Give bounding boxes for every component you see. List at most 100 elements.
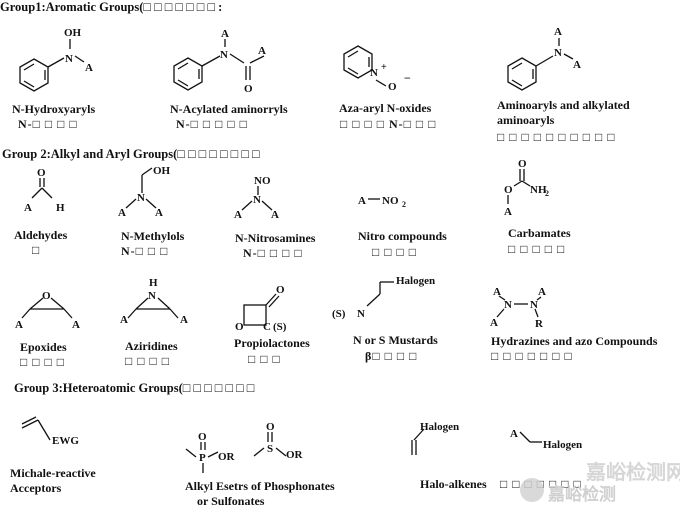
halo-alkenes-label: Halo-alkenes: [420, 477, 487, 491]
oxygen-atom: O: [42, 290, 51, 302]
aminoaryls-label: Aminoaryls and alkylated: [497, 98, 630, 112]
a-group-label: A: [24, 202, 32, 214]
hydrogen-atom: H: [149, 277, 158, 289]
nitro-compounds-label: Nitro compounds: [358, 229, 447, 243]
a-group-label: A: [504, 206, 512, 218]
propiolactones-label: Propiolactones: [234, 336, 310, 350]
aminoaryls-translation: □ □ □ □ □ □ □ □ □ □: [497, 130, 616, 144]
subscript-2: 2: [402, 200, 406, 209]
watermark-logo-icon: [520, 478, 544, 502]
ewg-label: EWG: [52, 435, 79, 447]
sulfur-option: (S): [273, 321, 287, 333]
a-group-label: A: [573, 59, 581, 71]
nitrogen-atom: N: [554, 47, 562, 59]
nitrogen-atom: N: [530, 299, 538, 311]
watermark-text: 嘉峪检测网: [586, 460, 680, 484]
n-nitrosamines-label: N-Nitrosamines: [235, 231, 316, 245]
oxygen-atom: O: [244, 83, 253, 95]
aziridines-label: Aziridines: [125, 339, 178, 353]
alkyl-esters-label-line2: or Sulfonates: [197, 494, 265, 508]
phosphorus-atom: P: [199, 452, 206, 464]
a-group-label: A: [15, 319, 23, 331]
michael-acceptors-label-line2: Acceptors: [10, 481, 62, 495]
n-nitrosamines-translation: N-□ □ □ □: [243, 246, 303, 260]
a-group-label: A: [85, 62, 93, 74]
hydroxyl-label: OH: [153, 165, 171, 177]
negative-charge: −: [404, 71, 411, 85]
ester-oxygen-label: OR: [286, 449, 304, 461]
aminoaryls-label-line2: aminoaryls: [497, 113, 555, 127]
pyridine-nitrogen: N: [370, 67, 378, 79]
group3-heading: Group 3:Heteroatomic Groups(□ □ □ □ □ □ …: [14, 381, 255, 395]
a-group-label: A: [538, 286, 546, 298]
a-group-label: A: [120, 314, 128, 326]
a-group-label: A: [358, 195, 366, 207]
n-methylols-label: N-Methylols: [121, 229, 185, 243]
mustards-translation: β□ □ □ □: [365, 349, 418, 363]
alkyl-esters-label: Alkyl Esetrs of Phosphonates: [185, 479, 335, 493]
ester-oxygen-label: OR: [218, 451, 236, 463]
nitrogen-atom: N: [148, 290, 156, 302]
carbon-atom: C: [263, 321, 271, 333]
hydrogen-atom: H: [56, 202, 65, 214]
propiolactones-translation: □ □ □: [248, 352, 281, 366]
n-methylols-translation: N-□ □ □: [121, 244, 169, 258]
a-group-label: A: [271, 209, 279, 221]
nitrogen-atom: N: [253, 194, 261, 206]
aziridines-translation: □ □ □ □: [125, 354, 170, 368]
hydroxyl-label: OH: [64, 27, 82, 39]
oxygen-atom: O: [266, 421, 275, 433]
carbamates-label: Carbamates: [508, 226, 571, 240]
epoxides-label: Epoxides: [20, 340, 67, 354]
oxygen-atom: O: [198, 431, 207, 443]
nitrogen-atom: N: [65, 53, 73, 65]
sulfur-atom: S: [267, 443, 273, 455]
halogen-label: Halogen: [396, 275, 435, 287]
halogen-label: Halogen: [420, 421, 459, 433]
a-group-label: A: [118, 207, 126, 219]
nitrogen-atom: N: [220, 49, 228, 61]
group2-heading: Group 2:Alkyl and Aryl Groups(□ □ □ □ □ …: [2, 147, 260, 161]
nitroso-label: NO: [254, 175, 271, 187]
positive-charge: +: [381, 62, 387, 73]
oxygen-atom: O: [37, 167, 46, 179]
n-hydroxyaryls-label: N-Hydroxyaryls: [12, 102, 96, 116]
a-group-label: A: [234, 209, 242, 221]
n-hydroxyaryls-translation: N-□ □ □ □: [18, 117, 78, 131]
a-group-label: A: [554, 26, 562, 38]
a-group-label: A: [510, 428, 518, 440]
aza-aryl-label: Aza-aryl N-oxides: [339, 101, 432, 115]
aldehydes-translation: □: [32, 243, 41, 257]
subscript-2: 2: [545, 189, 549, 198]
a-group-label: A: [221, 28, 229, 40]
oxygen-atom: O: [518, 158, 527, 170]
sulfur-option: (S): [332, 308, 346, 320]
nitrogen-atom: N: [357, 308, 365, 320]
a-group-label: A: [155, 207, 163, 219]
oxygen-atom: O: [504, 184, 513, 196]
nitrogen-atom: N: [137, 192, 145, 204]
mustards-label: N or S Mustards: [353, 333, 438, 347]
aza-aryl-translation: □ □ □ □ N-□ □ □: [340, 117, 437, 131]
aldehydes-label: Aldehydes: [14, 228, 68, 242]
n-acylated-label: N-Acylated aminorryls: [170, 102, 288, 116]
n-acylated-translation: N-□ □ □ □ □: [176, 117, 248, 131]
a-group-label: A: [180, 314, 188, 326]
nitro-compounds-translation: □ □ □ □: [372, 245, 417, 259]
amine-label: NH: [530, 184, 547, 196]
oxygen-atom: O: [388, 81, 397, 93]
group1-heading: Group1:Aromatic Groups(□ □ □ □ □ □ □ :: [0, 0, 223, 14]
michael-acceptors-label: Michale-reactive: [10, 466, 96, 480]
epoxides-translation: □ □ □ □: [20, 355, 65, 369]
a-group-label: A: [493, 286, 501, 298]
oxygen-atom: O: [276, 284, 285, 296]
nitro-label: NO: [382, 195, 399, 207]
a-group-label: A: [258, 45, 266, 57]
oxygen-atom: O: [235, 321, 244, 333]
